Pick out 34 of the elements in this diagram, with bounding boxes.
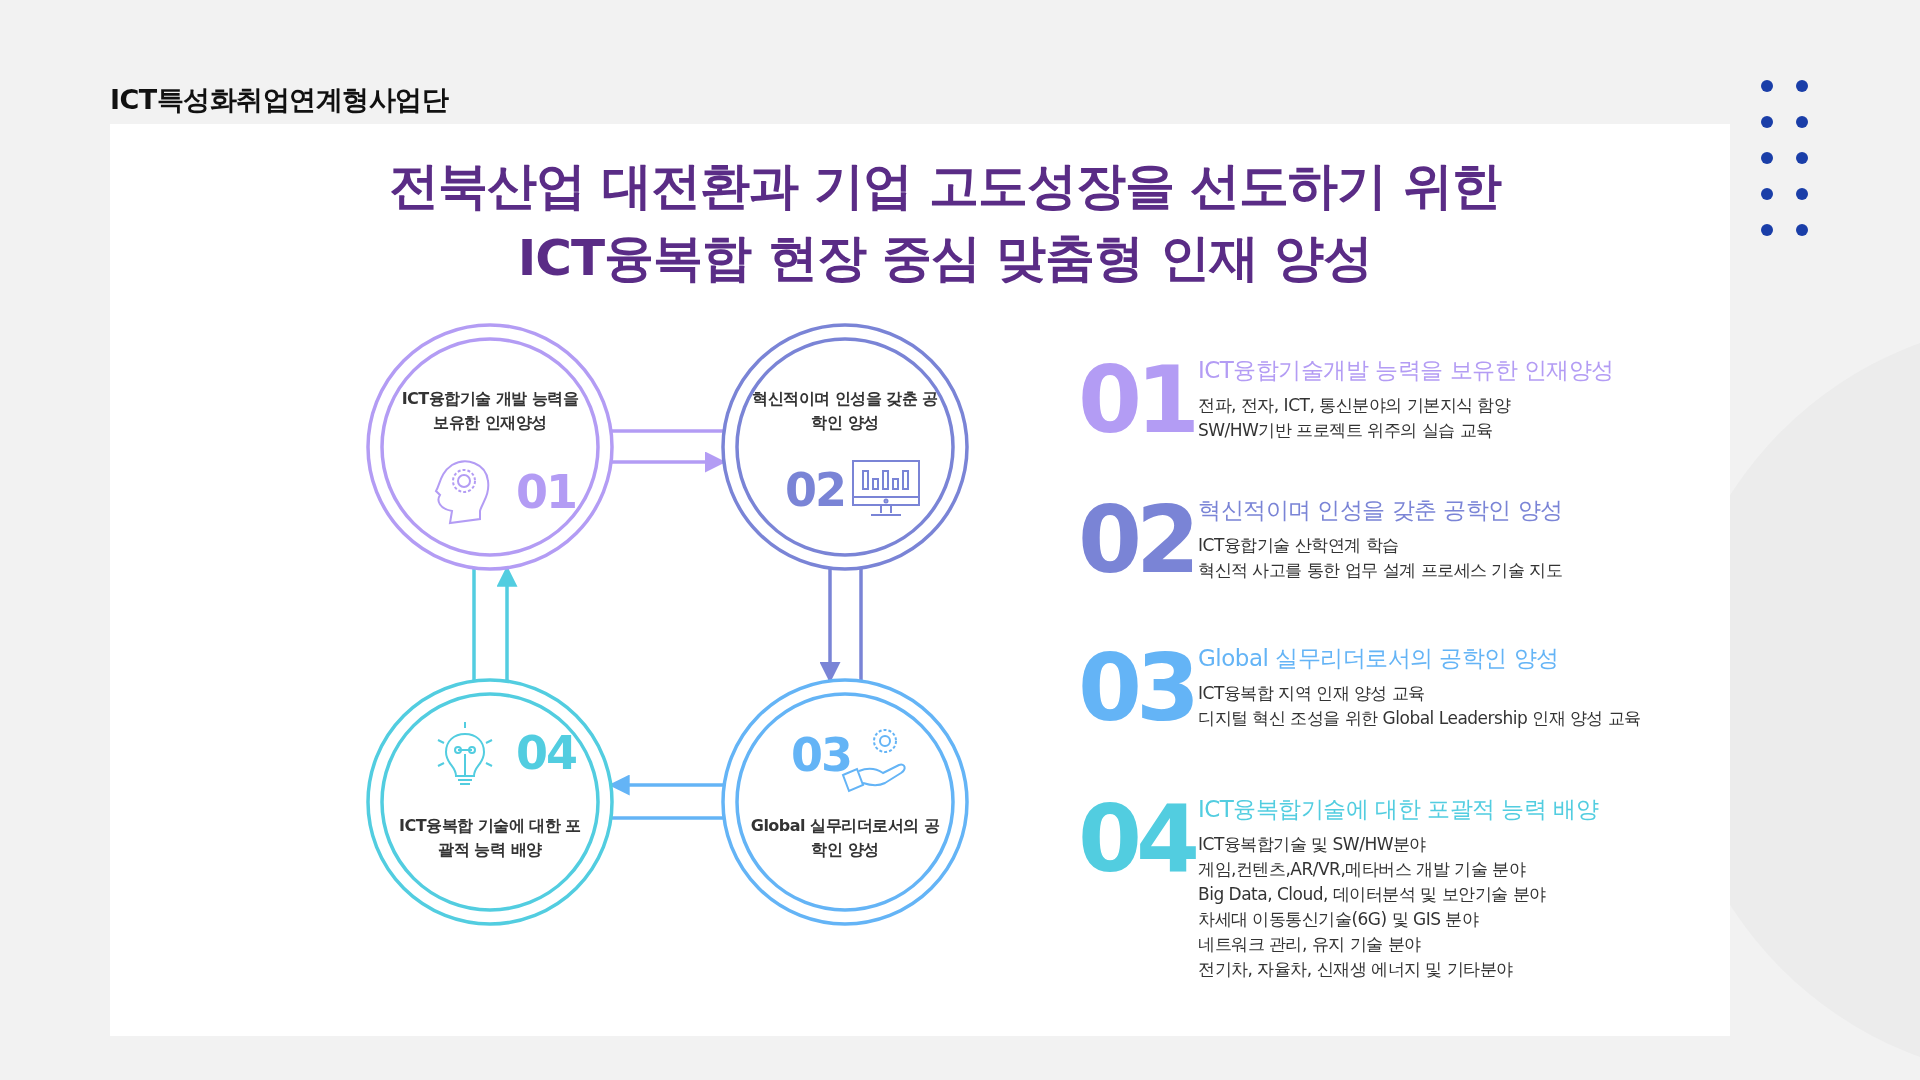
item-heading: 혁신적이며 인성을 갖춘 공학인 양성 xyxy=(1198,496,1563,525)
item-text: 게임,컨텐츠,AR/VR,메타버스 개발 기술 분야 xyxy=(1198,858,1526,881)
item-text: Big Data, Cloud, 데이터분석 및 보안기술 분야 xyxy=(1198,883,1546,906)
item-text: 네트워크 관리, 유지 기술 분야 xyxy=(1198,933,1421,956)
circle-node xyxy=(368,325,612,569)
circle-node xyxy=(723,325,967,569)
item-text: ICT융합기술 산학연계 학습 xyxy=(1198,534,1399,557)
item-text: ICT융복합 지역 인재 양성 교육 xyxy=(1198,682,1425,705)
step-number: 03 xyxy=(791,730,851,780)
node-heading: ICT융합기술 개발 능력을 보유한 인재양성 xyxy=(400,388,580,434)
item-text: 차세대 이동통신기술(6G) 및 GIS 분야 xyxy=(1198,908,1479,931)
node-heading: ICT융복합 기술에 대한 포괄적 능력 배양 xyxy=(398,815,582,861)
step-number: 02 xyxy=(785,465,845,515)
circle-node xyxy=(723,680,967,924)
item-text: SW/HW기반 프로젝트 위주의 실습 교육 xyxy=(1198,419,1493,442)
step-number: 02 xyxy=(1078,493,1195,589)
title: 전북산업 대전환과 기업 고도성장을 선도하기 위한 ICT융복합 현장 중심 맞춤형 인재 양성 xyxy=(388,156,1503,289)
item-heading: ICT융합기술개발 능력을 보유한 인재양성 xyxy=(1198,356,1614,385)
node-heading: 혁신적이며 인성을 갖춘 공학인 양성 xyxy=(751,388,939,434)
step-number: 04 xyxy=(1078,792,1195,888)
item-text: 전파, 전자, ICT, 통신분야의 기본지식 함양 xyxy=(1198,394,1511,417)
item-heading: ICT융복합기술에 대한 포괄적 능력 배양 xyxy=(1198,795,1599,824)
item-heading: Global 실무리더로서의 공학인 양성 xyxy=(1198,644,1559,673)
header-text: ICT특성화취업연계형사업단 xyxy=(110,83,449,117)
node-heading: Global 실무리더로서의 공학인 양성 xyxy=(750,815,940,861)
item-text: 혁신적 사고를 통한 업무 설계 프로세스 기술 지도 xyxy=(1198,559,1563,582)
item-text: 디지털 혁신 조성을 위한 Global Leadership 인재 양성 교육 xyxy=(1198,707,1641,730)
step-number: 01 xyxy=(1078,353,1195,449)
step-number: 03 xyxy=(1078,641,1195,737)
step-number: 04 xyxy=(516,728,576,778)
item-text: 전기차, 자율차, 신재생 에너지 및 기타분야 xyxy=(1198,958,1513,981)
circle-node xyxy=(368,680,612,924)
step-number: 01 xyxy=(516,467,576,517)
item-text: ICT융복합기술 및 SW/HW분야 xyxy=(1198,833,1426,856)
